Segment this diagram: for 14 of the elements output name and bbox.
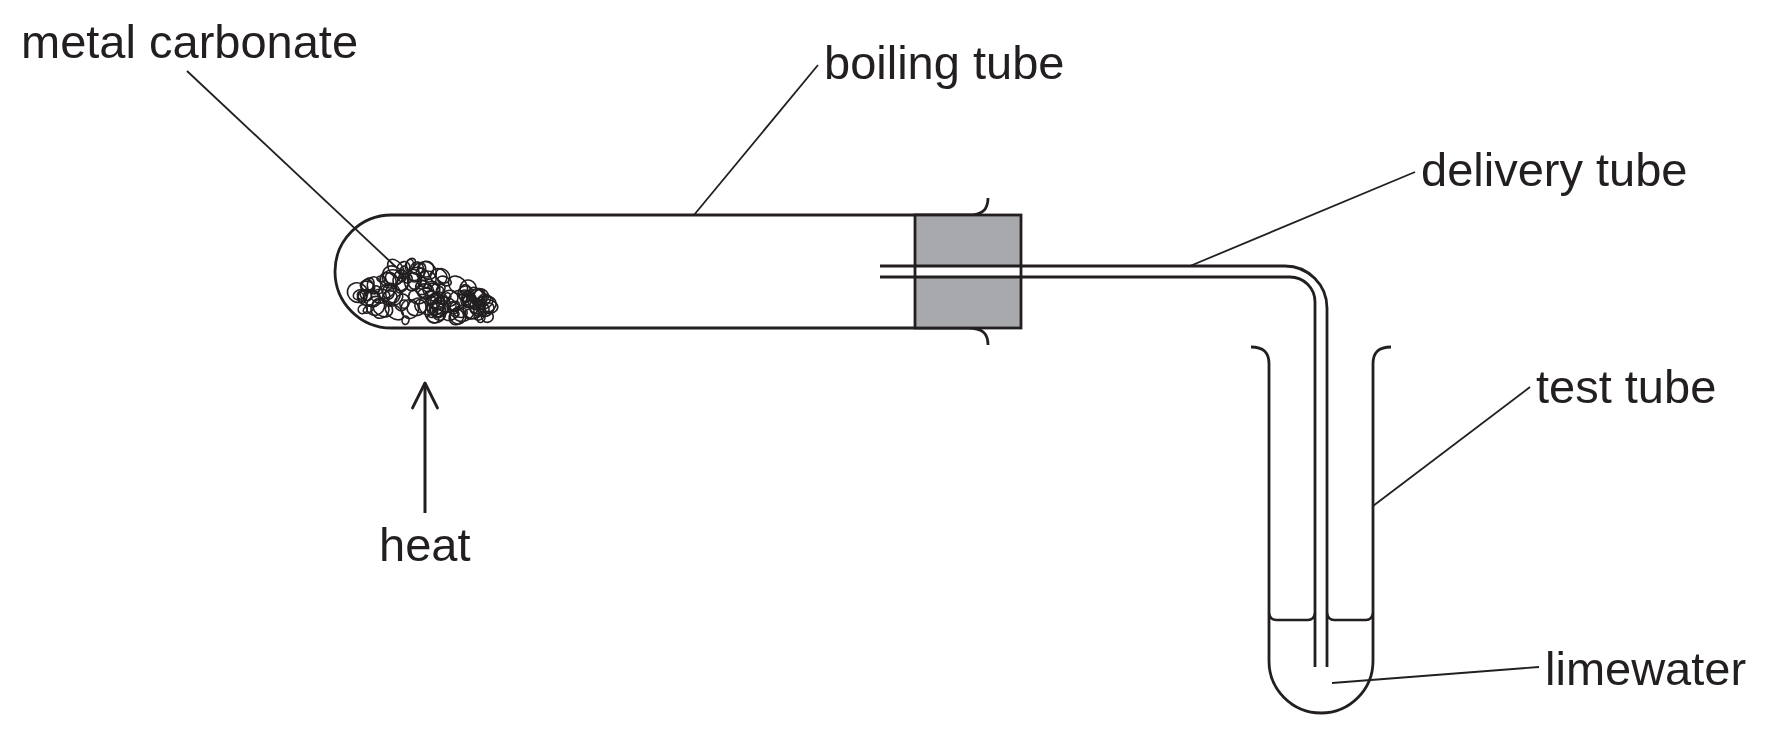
leader-line [1189,171,1416,267]
boiling-tube [333,196,990,347]
delivery-tube [878,264,1329,669]
powder-clump [346,257,499,326]
part-label: limewater [1545,645,1747,692]
part-label: test tube [1536,363,1717,410]
leader-line [1331,666,1540,684]
test-tube [1250,345,1392,715]
leader-line [186,70,397,268]
heat-label: heat [379,521,471,568]
leader-line [693,64,819,216]
arrow [411,381,439,513]
part-label: metal carbonate [21,18,359,65]
leader-line [1372,386,1531,507]
